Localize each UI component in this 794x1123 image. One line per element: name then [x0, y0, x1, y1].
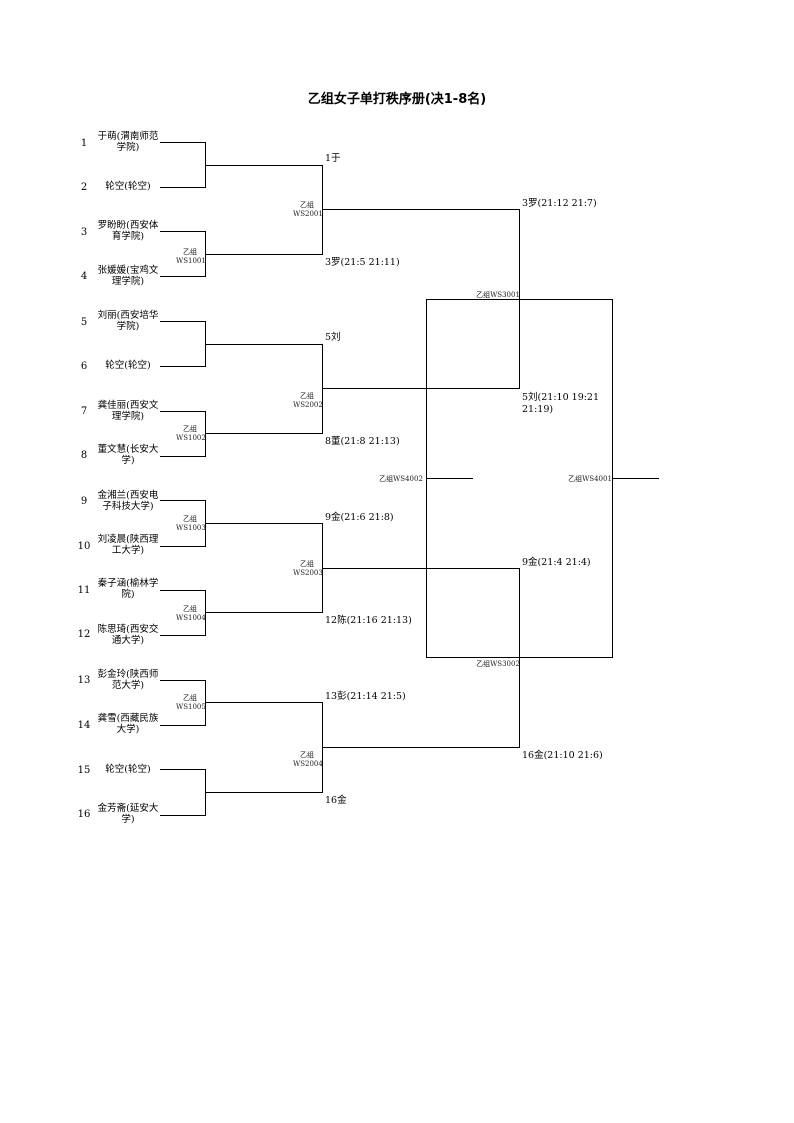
player-name: 龚佳丽(西安文理学院)	[97, 400, 159, 422]
bracket-line	[426, 299, 613, 300]
bracket-line	[205, 612, 322, 613]
match-result: 8董(21:8 21:13)	[325, 436, 400, 447]
bracket-line	[205, 254, 322, 255]
player-name: 轮空(轮空)	[105, 360, 151, 371]
bracket-line	[519, 568, 520, 748]
seed-number: 2	[80, 182, 88, 193]
player-name: 陈思琦(西安交通大学)	[97, 624, 159, 646]
player-name: 彭金玲(陕西师范大学)	[97, 669, 159, 691]
bracket-line	[205, 523, 322, 524]
seed-number: 12	[77, 629, 91, 640]
bracket-line	[322, 747, 519, 748]
bracket-line	[426, 657, 613, 658]
bracket-line	[322, 388, 519, 389]
bracket-line	[205, 792, 322, 793]
bracket-line	[612, 478, 659, 479]
seed-number: 6	[80, 361, 88, 372]
match-code: 乙组WS4002	[379, 475, 423, 483]
bracket-line	[205, 702, 322, 703]
seed-number: 7	[80, 406, 88, 417]
player-name: 金芳斋(延安大学)	[97, 803, 159, 825]
match-result: 9金(21:6 21:8)	[325, 512, 394, 523]
bracket-line	[160, 725, 205, 726]
seed-number: 10	[77, 541, 91, 552]
bracket-line	[160, 635, 205, 636]
bracket-line	[205, 590, 206, 636]
match-result: 9金(21:4 21:4)	[522, 557, 591, 568]
match-result: 13彭(21:14 21:5)	[325, 691, 406, 702]
match-result: 12陈(21:16 21:13)	[325, 615, 412, 626]
player-name: 金湘兰(西安电子科技大学)	[97, 490, 159, 512]
seed-number: 11	[77, 585, 91, 596]
player-name: 轮空(轮空)	[105, 181, 151, 192]
bracket-line	[322, 344, 323, 434]
player-name: 董文慧(长安大学)	[97, 444, 159, 466]
bracket-line	[160, 546, 205, 547]
match-result: 3罗(21:12 21:7)	[522, 198, 597, 209]
bracket-line	[160, 456, 205, 457]
player-name: 轮空(轮空)	[105, 764, 151, 775]
bracket-line	[160, 769, 205, 770]
seed-number: 8	[80, 450, 88, 461]
seed-number: 14	[77, 720, 91, 731]
bracket-line	[426, 478, 473, 479]
bracket-line	[160, 142, 205, 143]
player-name: 刘凌晨(陕西理工大学)	[97, 534, 159, 556]
player-name: 刘丽(西安培华学院)	[97, 310, 159, 332]
seed-number: 4	[80, 271, 88, 282]
seed-number: 15	[77, 765, 91, 776]
seed-number: 16	[77, 809, 91, 820]
bracket-line	[160, 590, 205, 591]
page-title: 乙组女子单打秩序册(决1-8名)	[307, 92, 487, 107]
bracket-line	[160, 187, 205, 188]
seed-number: 5	[80, 317, 88, 328]
bracket-line	[322, 165, 323, 255]
player-name: 龚雪(西藏民族大学)	[97, 713, 159, 735]
bracket-line	[160, 411, 205, 412]
bracket-line	[160, 680, 205, 681]
match-result: 16金	[325, 795, 347, 806]
match-result: 5刘(21:10 19:21 21:19)	[522, 392, 600, 415]
seed-number: 1	[80, 138, 88, 149]
seed-number: 9	[80, 496, 88, 507]
match-result: 5刘	[325, 332, 341, 343]
match-result: 1于	[325, 153, 341, 164]
match-code: 乙组WS3001	[476, 291, 520, 299]
player-name: 罗盼盼(西安体育学院)	[97, 220, 159, 242]
match-result: 16金(21:10 21:6)	[522, 750, 603, 761]
bracket-line	[205, 344, 322, 345]
seed-number: 13	[77, 675, 91, 686]
match-code: 乙组WS3002	[476, 660, 520, 668]
bracket-line	[322, 209, 519, 210]
bracket-line	[160, 231, 205, 232]
bracket-line	[160, 500, 205, 501]
bracket-line	[160, 815, 205, 816]
bracket-line	[322, 568, 519, 569]
match-code: 乙组WS4001	[568, 475, 612, 483]
bracket-line	[160, 276, 205, 277]
player-name: 于萌(渭南师范学院)	[97, 131, 159, 153]
match-result: 3罗(21:5 21:11)	[325, 257, 400, 268]
player-name: 张媛媛(宝鸡文理学院)	[97, 265, 159, 287]
seed-number: 3	[80, 227, 88, 238]
bracket-line	[205, 680, 206, 726]
player-name: 秦子涵(榆林学院)	[97, 578, 159, 600]
bracket-line	[160, 366, 205, 367]
bracket-line	[205, 433, 322, 434]
bracket-line	[160, 321, 205, 322]
bracket-line	[205, 165, 322, 166]
bracket-line	[205, 411, 206, 457]
